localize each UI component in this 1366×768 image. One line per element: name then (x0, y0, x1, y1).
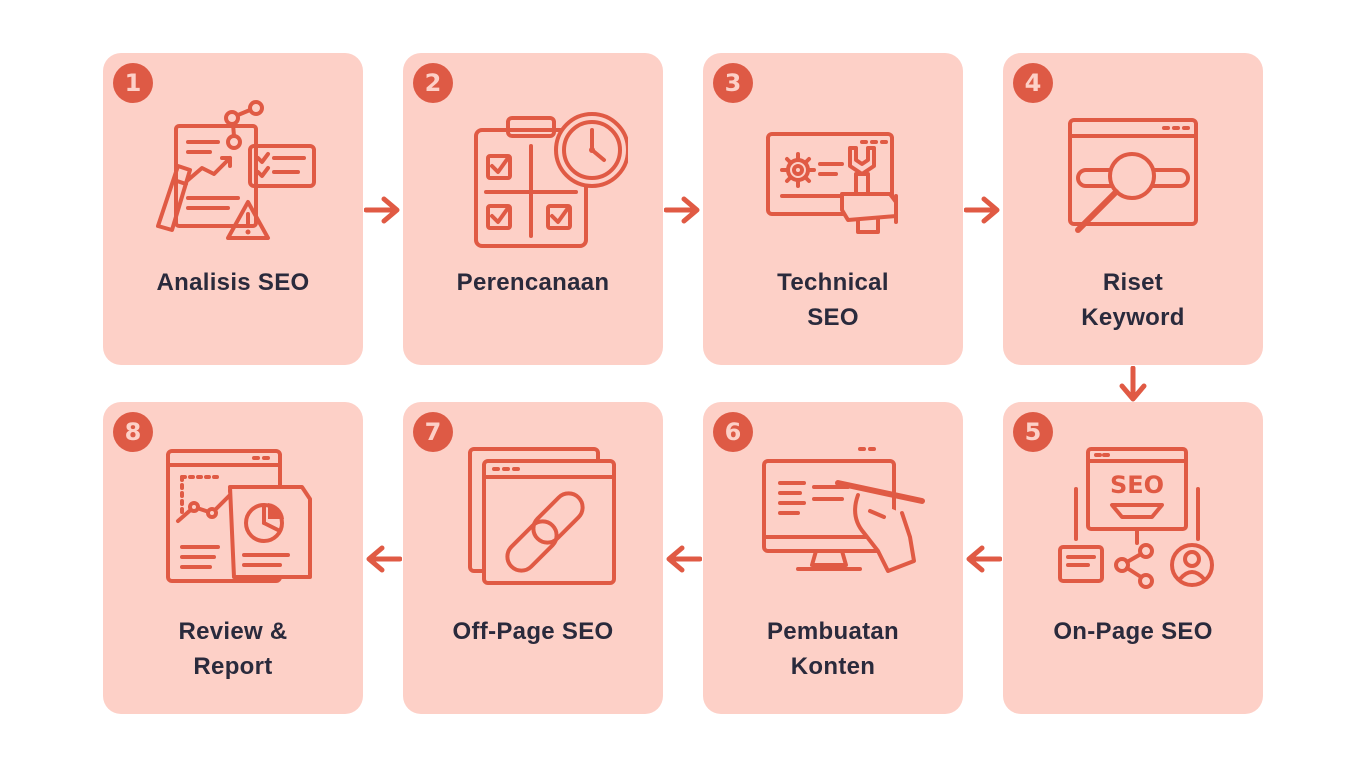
analysis-chart-icon (138, 98, 328, 248)
step-card-7: 7 Off-Page SEO (403, 402, 663, 714)
step-card-2: 2 Perencanaan (403, 53, 663, 365)
step-title: Pembuatan Konten (766, 618, 900, 680)
step-number-badge: 3 (713, 63, 753, 103)
link-chain-icon (438, 447, 628, 597)
step-card-1: 1 Analisis SEO (103, 53, 363, 365)
step-card-6: 6 Pembuatan Konten (703, 402, 963, 714)
arrow-left-icon (964, 545, 1002, 573)
step-number-badge: 8 (113, 412, 153, 452)
seo-text: SEO (1110, 471, 1164, 499)
step-card-8: 8 Review & Report (103, 402, 363, 714)
step-number-badge: 5 (1013, 412, 1053, 452)
step-card-5: 5 SEO On-Page SEO (1003, 402, 1263, 714)
step-title: Analisis SEO (156, 269, 310, 296)
seo-monitor-icon: SEO (1038, 447, 1228, 597)
step-title: On-Page SEO (1053, 618, 1213, 645)
step-title: Riset Keyword (1081, 269, 1185, 331)
arrow-right-icon (364, 196, 402, 224)
content-writing-icon (738, 447, 928, 597)
keyword-search-icon (1038, 98, 1228, 248)
step-number-badge: 6 (713, 412, 753, 452)
step-title: Review & Report (178, 618, 288, 680)
arrow-left-icon (664, 545, 702, 573)
report-analytics-icon (138, 447, 328, 597)
arrow-right-icon (964, 196, 1002, 224)
step-number-badge: 7 (413, 412, 453, 452)
step-title: Off-Page SEO (452, 618, 614, 645)
arrow-down-icon (1119, 366, 1147, 404)
step-number-badge: 4 (1013, 63, 1053, 103)
technical-gear-wrench-icon (738, 98, 928, 248)
step-card-4: 4 Riset Keyword (1003, 53, 1263, 365)
step-title: Perencanaan (456, 269, 610, 296)
arrow-left-icon (364, 545, 402, 573)
step-number-badge: 2 (413, 63, 453, 103)
step-card-3: 3 Technical SEO (703, 53, 963, 365)
planning-checklist-clock-icon (438, 98, 628, 248)
arrow-right-icon (664, 196, 702, 224)
step-number-badge: 1 (113, 63, 153, 103)
step-title: Technical SEO (777, 269, 889, 331)
